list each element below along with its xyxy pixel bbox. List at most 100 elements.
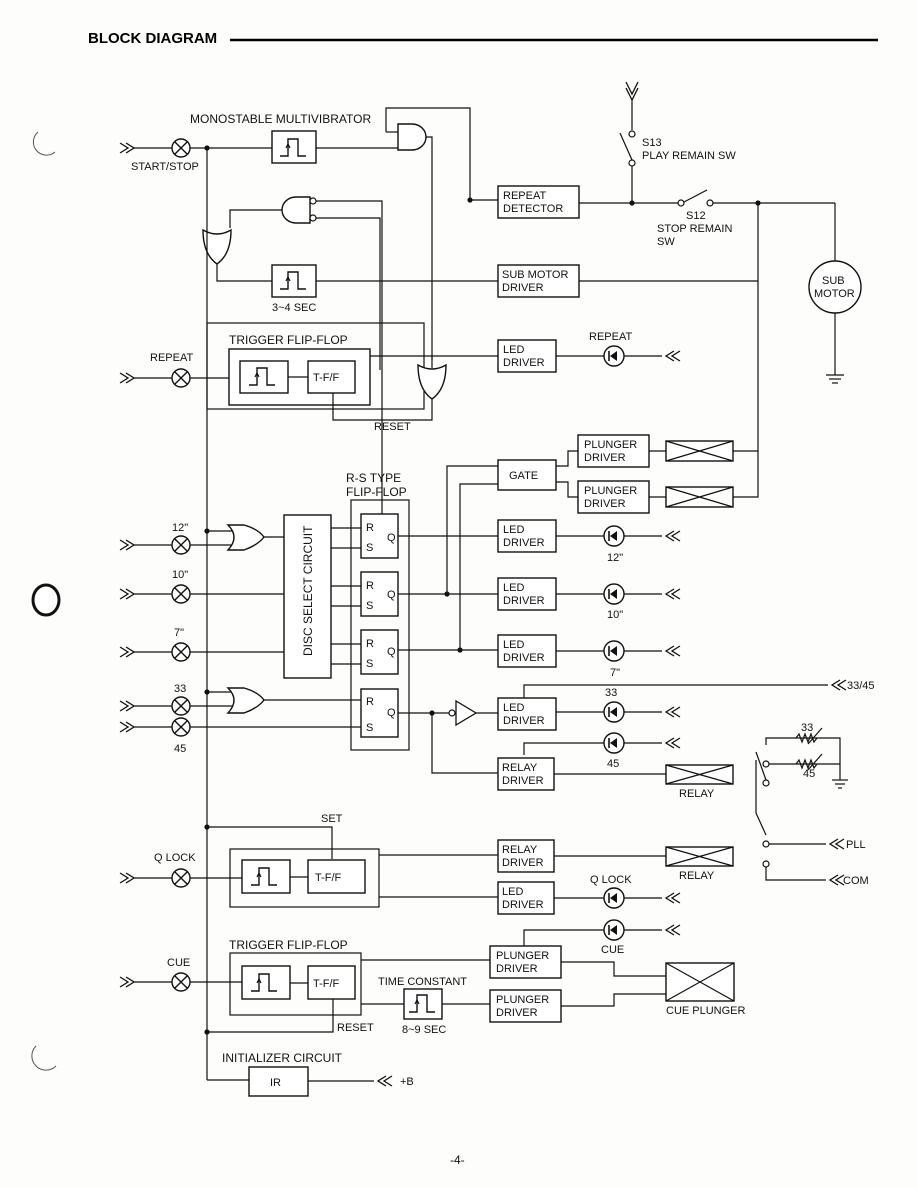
led-icon — [603, 640, 625, 662]
time-constant-label: TIME CONSTANT — [378, 976, 467, 988]
svg-text:DRIVER: DRIVER — [496, 1007, 538, 1019]
plunger-coil — [665, 440, 734, 462]
qlock-ff-group — [229, 848, 380, 908]
led-icon — [603, 525, 625, 547]
play-remain-label: PLAY REMAIN SW — [642, 150, 736, 162]
svg-text:LED: LED — [503, 639, 524, 651]
relay-label: RELAY — [679, 788, 715, 800]
pulse-block — [239, 360, 289, 394]
sub-motor-label: MOTOR — [814, 288, 855, 300]
svg-text:R: R — [366, 522, 374, 534]
pot-33 — [795, 732, 818, 744]
cue-label: CUE — [167, 957, 190, 969]
plunger-driver-label: DRIVER — [584, 498, 626, 510]
led-driver-7: LED DRIVER — [497, 634, 557, 668]
led-7-label: 7" — [610, 667, 620, 679]
tff-block — [307, 360, 356, 394]
supply-arrow-icon — [625, 81, 639, 96]
stop-remain-label: SW — [657, 236, 675, 248]
set-label: SET — [321, 813, 343, 825]
or-gate — [417, 363, 447, 400]
rs-ff-7: R S Q — [360, 629, 399, 675]
svg-text:R: R — [366, 638, 374, 650]
input-arrow-icon — [119, 142, 135, 154]
repeat-button[interactable] — [171, 368, 191, 388]
led-10-label: 10" — [607, 609, 623, 621]
svg-text:LED: LED — [503, 582, 524, 594]
svg-text:DRIVER: DRIVER — [503, 595, 545, 607]
svg-text:LED: LED — [503, 702, 524, 714]
input-arrow-icon — [119, 539, 135, 551]
input-arrow-icon — [665, 588, 681, 600]
svg-text:Q: Q — [387, 589, 396, 601]
speed-45-button[interactable] — [171, 717, 191, 737]
gate-block — [497, 459, 557, 491]
input-arrow-icon — [119, 646, 135, 658]
cue-plunger-label: CUE PLUNGER — [666, 1005, 746, 1017]
led-driver-label: LED — [503, 344, 524, 356]
tff-label: T-F/F — [313, 372, 340, 384]
tff-block — [307, 859, 366, 894]
input-45-label: 45 — [174, 743, 186, 755]
svg-text:PLUNGER: PLUNGER — [496, 994, 549, 1006]
page-title: BLOCK DIAGRAM — [88, 30, 217, 47]
plunger-driver-label: PLUNGER — [584, 485, 637, 497]
rs-ff-speed: R S Q — [360, 688, 399, 738]
svg-text:Q: Q — [387, 646, 396, 658]
monostable-block — [271, 130, 317, 164]
disc-10-button[interactable] — [171, 584, 191, 604]
repeat-detector-label: REPEAT — [503, 190, 546, 202]
qlock-button[interactable] — [171, 868, 191, 888]
svg-text:LED: LED — [502, 886, 523, 898]
disc-7-button[interactable] — [171, 642, 191, 662]
led-12-label: 12" — [607, 552, 623, 564]
svg-text:DRIVER: DRIVER — [503, 652, 545, 664]
or-gate — [226, 687, 265, 714]
input-arrow-icon — [119, 372, 135, 384]
input-33-label: 33 — [174, 683, 186, 695]
rs-ff-12: R S Q — [360, 513, 399, 559]
repeat-label: REPEAT — [150, 352, 193, 364]
and-gate — [397, 123, 427, 151]
input-arrow-icon — [119, 976, 135, 988]
rs-ff-10: R S Q — [360, 571, 399, 617]
led-driver-33: LED DRIVER — [497, 697, 557, 731]
svg-text:R: R — [366, 696, 374, 708]
cue-button[interactable] — [171, 972, 191, 992]
input-arrow-icon — [829, 838, 845, 850]
input-arrow-icon — [829, 874, 845, 886]
buffer-gate — [455, 699, 478, 727]
pot-45-label: 45 — [803, 768, 815, 780]
sub-motor-label: SUB — [822, 275, 845, 287]
input-arrow-icon — [119, 872, 135, 884]
reset-label: RESET — [374, 421, 411, 433]
input-arrow-icon — [665, 737, 681, 749]
led-repeat-label: REPEAT — [589, 331, 632, 343]
led-icon — [603, 919, 625, 941]
binder-hole — [31, 1045, 57, 1071]
pot-45 — [795, 758, 818, 770]
trigger-ff-label: TRIGGER FLIP-FLOP — [229, 333, 348, 347]
cue-plunger — [665, 962, 735, 1002]
s13-label: S13 — [642, 137, 662, 149]
led-driver-12: LED DRIVER — [497, 519, 557, 553]
start-stop-button[interactable] — [171, 138, 191, 158]
plunger-driver-label: PLUNGER — [584, 439, 637, 451]
svg-text:DRIVER: DRIVER — [503, 715, 545, 727]
svg-text:Q: Q — [387, 707, 396, 719]
svg-text:R: R — [366, 580, 374, 592]
trigger-ff-label: TRIGGER FLIP-FLOP — [229, 938, 348, 952]
disc-12-button[interactable] — [171, 535, 191, 555]
time-constant-block — [403, 988, 443, 1020]
plunger-driver-cue-2: PLUNGER DRIVER — [489, 989, 562, 1023]
disc-select-block — [283, 514, 332, 679]
input-7-label: 7" — [174, 627, 184, 639]
signal-3345-label: 33/45 — [847, 680, 875, 692]
tff-label: T-F/F — [315, 872, 342, 884]
input-arrow-icon — [665, 924, 681, 936]
speed-33-button[interactable] — [171, 696, 191, 716]
led-icon — [603, 887, 625, 909]
sub-motor-driver-label: SUB MOTOR — [502, 269, 568, 281]
time-constant-sec-label: 8~9 SEC — [402, 1024, 446, 1036]
